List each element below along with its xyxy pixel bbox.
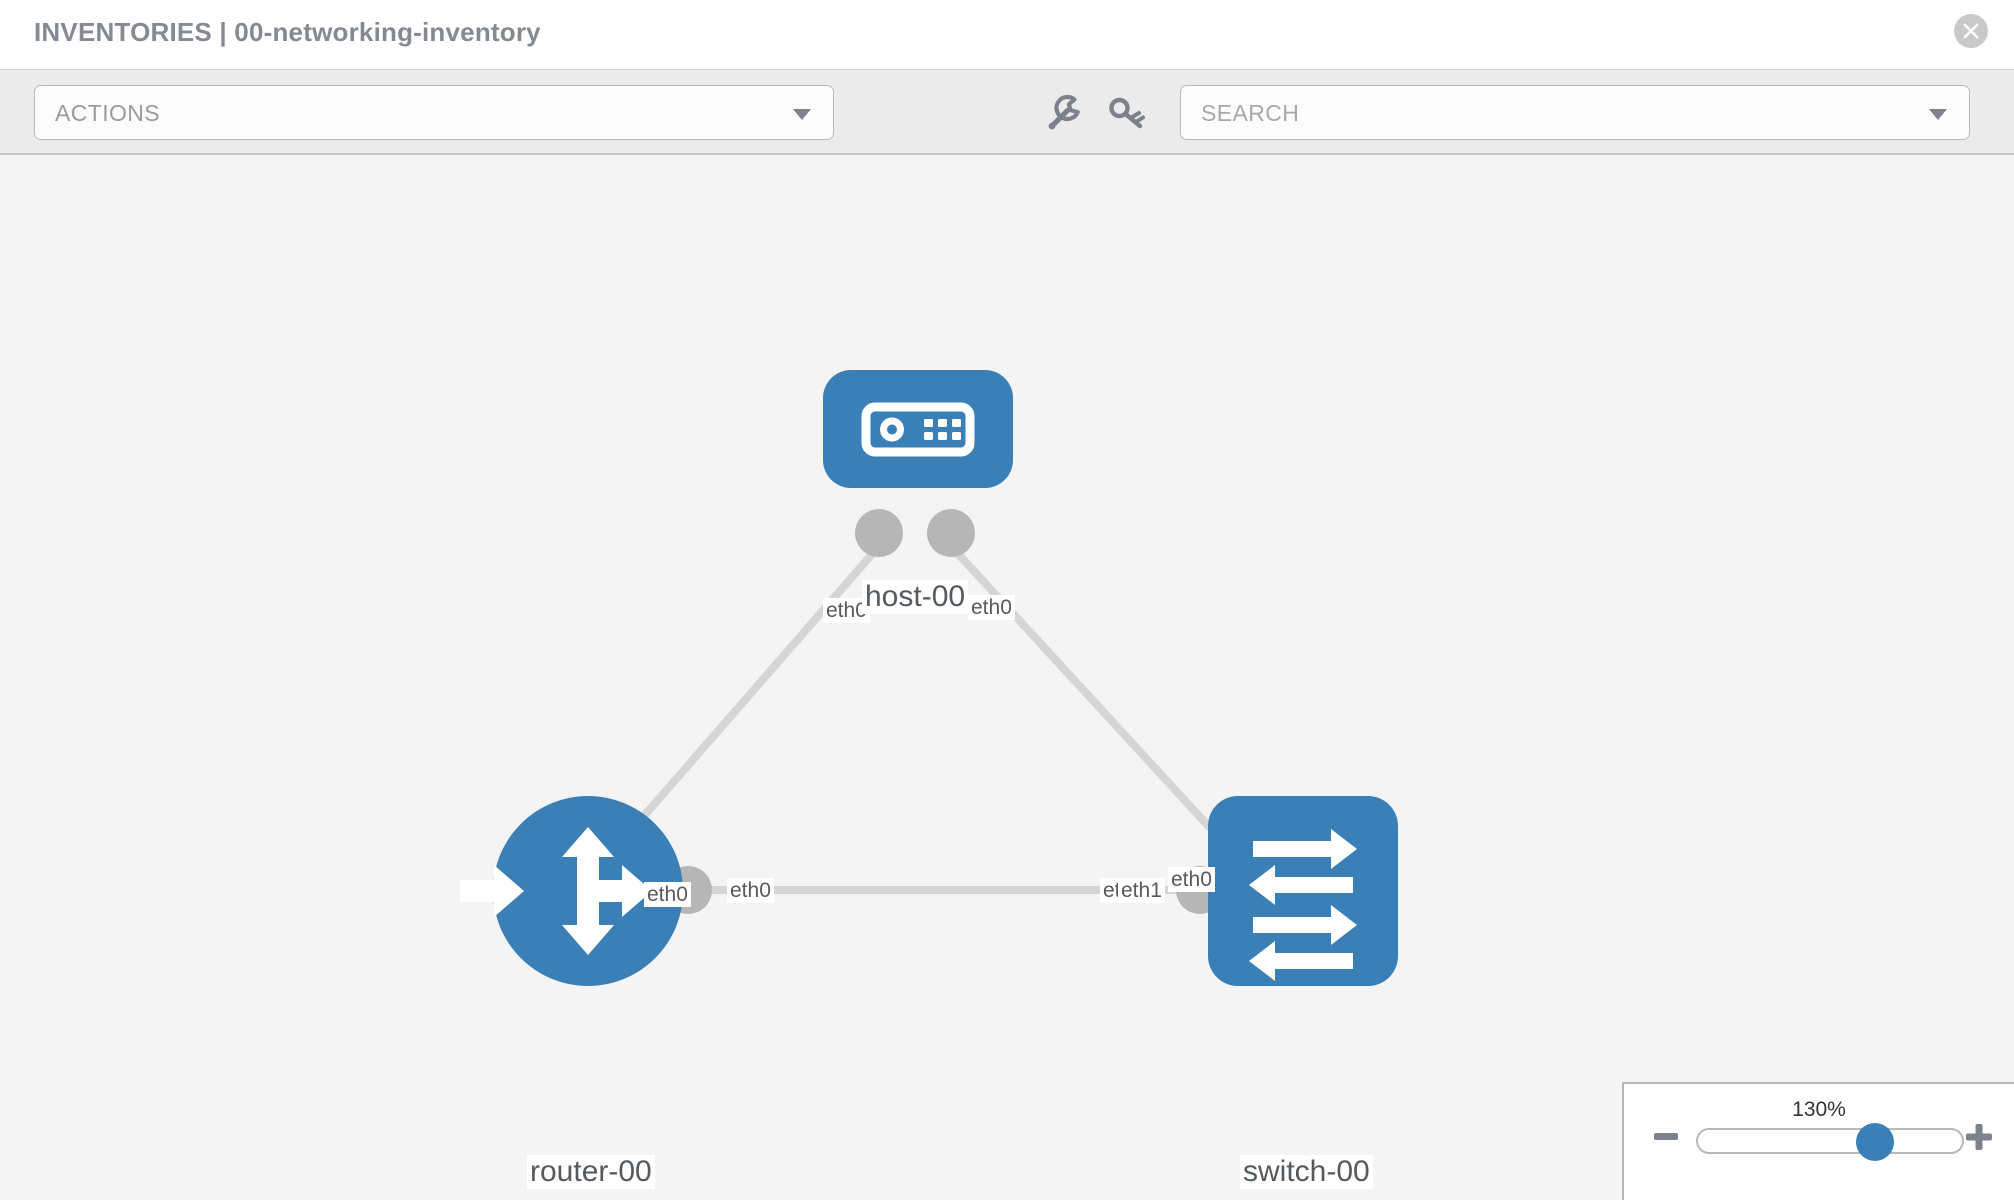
- zoom-slider[interactable]: [1696, 1123, 1964, 1161]
- node-switch-00[interactable]: [1208, 796, 1398, 986]
- key-button[interactable]: [1106, 94, 1148, 134]
- node-label-router-00: router-00: [527, 1155, 655, 1189]
- port-host00-eth0-right[interactable]: [927, 509, 975, 557]
- wrench-icon: [1048, 94, 1080, 130]
- toolbar: ACTIONS SEARCH: [0, 69, 2014, 155]
- zoom-in-button[interactable]: [1964, 1122, 1994, 1157]
- chevron-down-icon: [1929, 109, 1947, 120]
- node-label-switch-00: switch-00: [1240, 1155, 1373, 1189]
- actions-dropdown[interactable]: ACTIONS: [34, 85, 834, 140]
- iface-label: eth0: [644, 882, 691, 907]
- iface-label: eth1: [1118, 878, 1165, 903]
- switch-icon: [1249, 829, 1357, 981]
- plus-icon: [1966, 1124, 1992, 1150]
- zoom-slider-thumb[interactable]: [1856, 1123, 1895, 1161]
- chevron-down-icon: [793, 109, 811, 120]
- iface-label: eth0: [727, 878, 774, 903]
- zoom-control-panel: 130%: [1622, 1082, 2014, 1200]
- node-host-00[interactable]: [823, 370, 1013, 488]
- page-title: INVENTORIES | 00-networking-inventory: [34, 17, 541, 47]
- search-input[interactable]: SEARCH: [1180, 85, 1970, 140]
- minus-icon: [1654, 1133, 1678, 1140]
- topology-canvas[interactable]: eth0 eth0 eth0 eth0 eth0 eth eth1 host-0…: [0, 155, 2014, 1200]
- link-host00-switch00[interactable]: [947, 542, 1238, 858]
- key-icon: [1109, 97, 1145, 129]
- topology-graph: [460, 370, 1398, 986]
- iface-label: eth0: [968, 595, 1015, 620]
- link-host00-router00[interactable]: [606, 542, 884, 858]
- zoom-out-button[interactable]: [1652, 1122, 1680, 1155]
- zoom-percent-label: 130%: [1792, 1098, 1846, 1121]
- search-placeholder: SEARCH: [1201, 100, 1300, 126]
- iface-label: eth0: [1168, 867, 1215, 892]
- router-icon: [460, 827, 652, 955]
- node-router-00[interactable]: [460, 796, 683, 986]
- wrench-button[interactable]: [1043, 94, 1085, 134]
- close-button[interactable]: [1954, 14, 1988, 48]
- port-group: [664, 509, 1259, 914]
- close-icon: [1963, 23, 1979, 39]
- title-bar: INVENTORIES | 00-networking-inventory: [0, 0, 2014, 69]
- host-icon: [861, 402, 975, 457]
- node-label-host-00: host-00: [862, 580, 969, 614]
- actions-dropdown-label: ACTIONS: [55, 100, 161, 126]
- port-host00-eth0-left[interactable]: [855, 509, 903, 557]
